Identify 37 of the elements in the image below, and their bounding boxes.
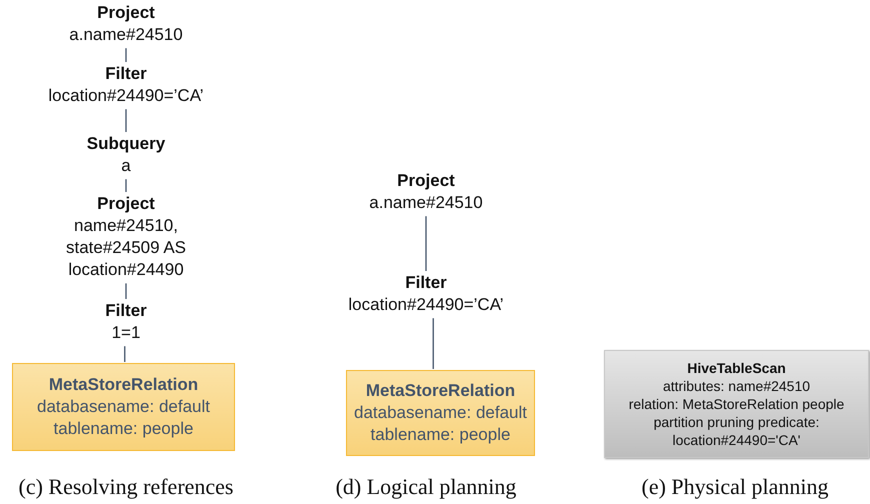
operator-name: HiveTableScan (686, 358, 787, 377)
operator-detail: databasename: default (36, 396, 211, 418)
operator-detail: a.name#24510 (368, 192, 484, 214)
panel-caption: (d) Logical planning (336, 474, 516, 500)
operator-name: Filter (104, 300, 148, 322)
operator-detail: attributes: name#24510 (662, 376, 812, 395)
operator-detail: a.name#24510 (68, 24, 184, 46)
operator-detail: a (120, 155, 132, 178)
panel-caption: (e) Physical planning (642, 474, 828, 500)
operator-detail: databasename: default (353, 402, 528, 424)
connector-line (124, 346, 126, 362)
operator-detail: location#24490=’CA’ (347, 294, 505, 316)
operator-detail: tablename: people (52, 418, 194, 440)
panel-caption: (c) Resolving references (18, 474, 234, 500)
connector-line (425, 216, 427, 271)
connector-line (125, 48, 127, 62)
operator-detail: location#24490=’CA’ (47, 85, 205, 108)
operator-name: MetaStoreRelation (364, 380, 516, 402)
operator-name: Filter (404, 272, 448, 294)
operator-name: Project (396, 170, 456, 192)
operator-detail: 1=1 (110, 322, 142, 344)
scan-box (604, 350, 869, 458)
connector-line (125, 283, 127, 299)
operator-detail: tablename: people (370, 424, 512, 446)
operator-detail: name#24510, state#24509 AS location#24490 (64, 215, 188, 282)
operator-name: Filter (104, 63, 148, 85)
operator-name: Project (96, 2, 156, 24)
connector-line (432, 318, 434, 369)
connector-line (125, 109, 127, 132)
operator-name: Subquery (86, 133, 166, 155)
operator-name: Project (96, 193, 156, 215)
operator-detail: relation: MetaStoreRelation people (628, 394, 846, 414)
operator-name: MetaStoreRelation (48, 374, 200, 396)
relation-box (346, 370, 535, 456)
relation-box (12, 363, 235, 451)
operator-detail: partition pruning predicate: location#24490='CA' (652, 413, 820, 450)
connector-line (125, 179, 127, 192)
